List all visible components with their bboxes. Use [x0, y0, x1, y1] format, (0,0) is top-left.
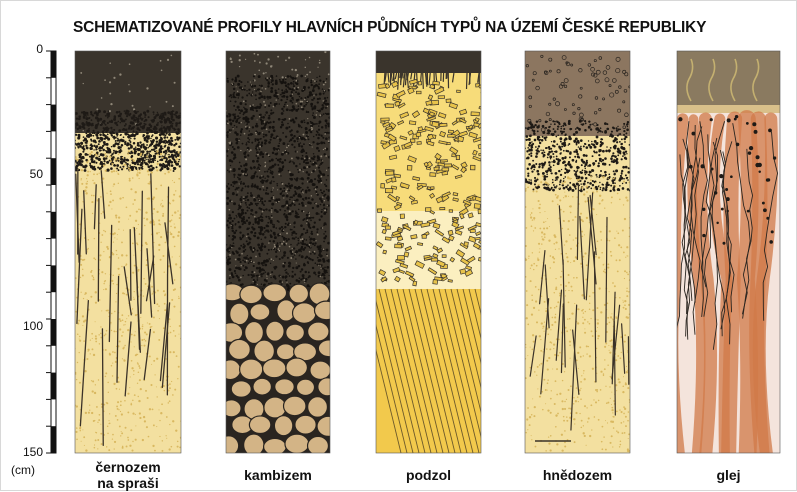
depth-tick-50: 50 — [13, 167, 43, 181]
depth-unit: (cm) — [11, 463, 35, 477]
profile-cambisol — [218, 51, 339, 456]
profile-label-luvisol: hnědozem — [525, 467, 630, 483]
profile-label-line1: černozem — [75, 459, 181, 475]
profile-chernozem — [74, 51, 182, 453]
profile-label-gleysol: glej — [677, 467, 780, 483]
profile-label-chernozem: černozem na spraši — [75, 459, 181, 491]
profile-gleysol — [673, 51, 780, 459]
depth-tick-100: 100 — [13, 319, 43, 333]
depth-tick-0: 0 — [13, 42, 43, 56]
profile-luvisol — [524, 51, 631, 453]
profile-label-cambisol: kambizem — [226, 467, 330, 483]
profile-label-line2: na spraši — [75, 475, 181, 491]
depth-tick-150: 150 — [13, 445, 43, 459]
depth-scale — [46, 51, 56, 453]
profile-label-podzol: podzol — [376, 467, 481, 483]
